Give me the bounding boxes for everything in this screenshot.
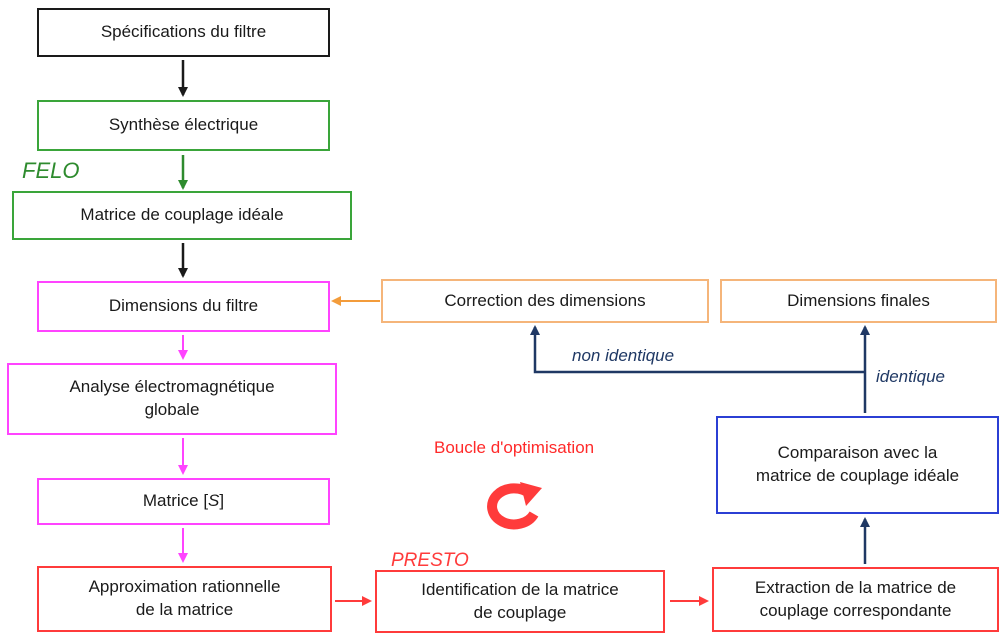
circular-refresh-arrow-icon <box>487 482 542 530</box>
box-synthese-electrique: Synthèse électrique <box>37 100 330 151</box>
finales-text: Dimensions finales <box>787 290 930 310</box>
label-non-identique: non identique <box>572 346 675 365</box>
matrice-ideale-text: Matrice de couplage idéale <box>80 205 284 225</box>
box-correction-dimensions: Correction des dimensions <box>381 279 709 323</box>
comparaison-line2: matrice de couplage idéale <box>755 466 960 485</box>
matrice-s-suffix: ] <box>219 491 225 511</box>
label-boucle-optimisation: Boucle d'optimisation <box>434 438 595 457</box>
approximation-line2: de la matrice <box>135 600 234 619</box>
analyse-line1: Analyse électromagnétique <box>69 377 275 397</box>
box-approximation: Approximation rationnelle de la matrice <box>37 566 332 632</box>
label-identique: identique <box>876 367 946 386</box>
extraction-line2: couplage correspondante <box>759 600 952 620</box>
synthese-text: Synthèse électrique <box>108 115 259 135</box>
box-matrice-s: Matrice [S] <box>37 478 330 525</box>
identification-line2: de couplage <box>473 602 567 622</box>
matrice-s-letter: S <box>208 491 220 511</box>
comparaison-line1: Comparaison avec la <box>777 443 938 463</box>
identification-line1: Identification de la matrice <box>421 579 619 599</box>
matrice-s-text: Matrice [S] <box>143 490 224 513</box>
extraction-line1: Extraction de la matrice de <box>754 577 957 597</box>
analyse-line2: globale <box>144 400 200 419</box>
box-identification: Identification de la matrice de couplage <box>375 570 665 633</box>
box-dimensions-filtre: Dimensions du filtre <box>37 281 330 332</box>
box-analyse-em: Analyse électromagnétique globale <box>7 363 337 435</box>
box-dimensions-finales: Dimensions finales <box>720 279 997 323</box>
approximation-line1: Approximation rationnelle <box>88 577 281 597</box>
matrice-s-prefix: Matrice [ <box>142 491 209 511</box>
dimensions-text: Dimensions du filtre <box>108 296 259 316</box>
specifications-text: Spécifications du filtre <box>100 22 267 42</box>
box-matrice-ideale: Matrice de couplage idéale <box>12 191 352 240</box>
label-presto: PRESTO <box>391 550 469 571</box>
label-felo: FELO <box>22 158 80 183</box>
correction-text: Correction des dimensions <box>444 290 646 310</box>
box-specifications: Spécifications du filtre <box>37 8 330 57</box>
box-extraction: Extraction de la matrice de couplage cor… <box>712 567 999 632</box>
box-comparaison: Comparaison avec la matrice de couplage … <box>716 416 999 514</box>
